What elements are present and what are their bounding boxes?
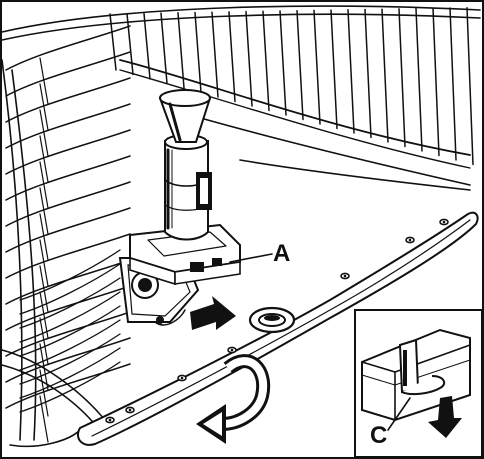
leader-line-a: [229, 253, 273, 263]
spray-arm: [76, 211, 479, 446]
down-arrow-icon: [428, 396, 462, 438]
supply-tube: [158, 89, 212, 241]
rotate-arrow-icon: [196, 354, 271, 444]
connector-block: [129, 223, 241, 286]
label-c: C: [370, 422, 388, 449]
push-arrow-icon: [190, 296, 236, 330]
basket-wire-rack: [1, 5, 481, 448]
inset-detail: [354, 309, 483, 458]
label-a: A: [273, 240, 291, 267]
